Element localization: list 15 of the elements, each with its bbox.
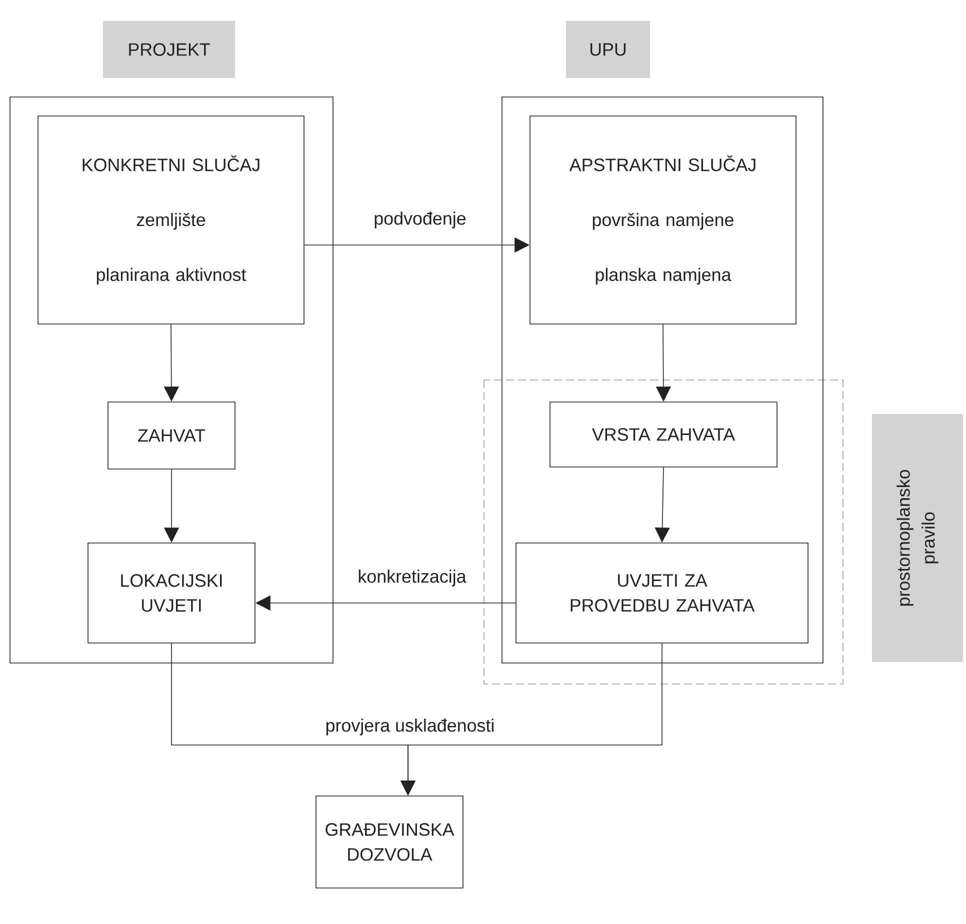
edge-label: podvođenje [372,210,468,230]
process-box: VRSTA ZAHVATA [550,402,778,468]
process-box: LOKACIJSKI UVJETI [88,542,256,644]
column-frame [502,96,824,664]
side-label: prostornoplansko pravilo [872,414,963,662]
process-box: GRAĐEVINSKA DOZVOLA [316,796,464,888]
process-box: APSTRAKTNI SLUČAJ površina namjene planska namjena [530,116,796,324]
header-label: UPU [566,21,650,78]
process-box: UVJETI ZA PROVEDBU ZAHVATA [516,542,808,644]
header-label: PROJEKT [103,21,235,78]
edge-label: provjera usklađenosti [323,716,497,738]
edge-label: konkretizacija [356,568,468,588]
process-box: ZAHVAT [108,402,236,470]
column-frame [10,96,334,664]
process-box: KONKRETNI SLUČAJ zemljište planirana aktivnost [38,116,304,324]
